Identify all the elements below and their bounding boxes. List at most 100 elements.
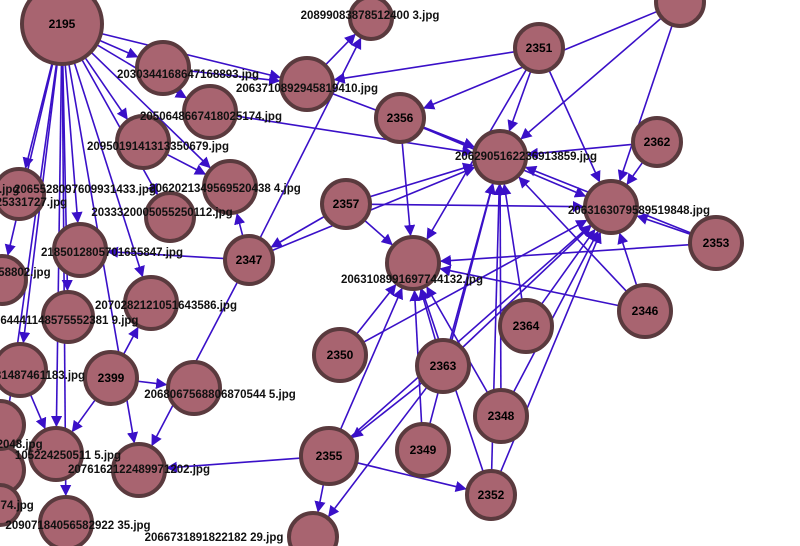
node-f_l2[interactable] xyxy=(28,426,84,482)
node-f_2063b[interactable] xyxy=(583,179,639,235)
edge-2195-f_2065 xyxy=(22,62,53,169)
node-2347[interactable]: 2347 xyxy=(223,234,275,286)
node-label: 2399 xyxy=(98,371,125,385)
node-circle[interactable] xyxy=(0,444,26,496)
node-circle[interactable] xyxy=(144,191,196,243)
node-f_2066[interactable] xyxy=(287,511,339,546)
node-f_2089[interactable] xyxy=(348,0,394,41)
node-2353[interactable]: 2353 xyxy=(688,215,744,271)
node-f_2068[interactable] xyxy=(166,360,222,416)
node-circle[interactable] xyxy=(223,234,275,286)
edge-2364-f_2063b xyxy=(540,228,596,306)
node-top[interactable] xyxy=(654,0,706,28)
file-label: 20899083878512400 3.jpg xyxy=(301,10,440,22)
node-circle[interactable] xyxy=(20,0,104,66)
edge-2346-f_2062 xyxy=(518,176,628,293)
edge-2346-f_2063b xyxy=(617,232,638,287)
node-2352[interactable]: 2352 xyxy=(465,469,517,521)
node-circle[interactable] xyxy=(617,283,673,339)
node-circle[interactable] xyxy=(631,116,683,168)
node-circle[interactable] xyxy=(385,235,441,291)
node-label: 2363 xyxy=(430,359,457,373)
node-circle[interactable] xyxy=(123,275,179,331)
node-f_l3[interactable] xyxy=(0,254,28,306)
node-circle[interactable] xyxy=(83,350,139,406)
node-f_l4[interactable] xyxy=(0,444,26,496)
node-f_2076[interactable] xyxy=(111,442,167,498)
node-circle[interactable] xyxy=(473,388,529,444)
node-f_l1[interactable] xyxy=(0,342,48,398)
edge-f_2095-f_2062b xyxy=(165,153,207,175)
node-circle[interactable] xyxy=(202,159,258,215)
edge-2357-f_2063b xyxy=(369,200,585,213)
node-circle[interactable] xyxy=(52,222,108,278)
file-label: 105224250511 5.jpg xyxy=(15,450,121,462)
node-circle[interactable] xyxy=(583,179,639,235)
node-circle[interactable] xyxy=(299,426,359,486)
node-circle[interactable] xyxy=(348,0,394,41)
node-2349[interactable]: 2349 xyxy=(395,422,451,478)
node-circle[interactable] xyxy=(320,178,372,230)
file-labels-layer: 20899083878512400 3.jpg20303441686471688… xyxy=(0,10,710,544)
node-2363[interactable]: 2363 xyxy=(415,338,471,394)
node-circle[interactable] xyxy=(182,84,238,140)
node-circle[interactable] xyxy=(654,0,706,28)
node-circle[interactable] xyxy=(135,40,191,96)
file-label: 31487461183.jpg xyxy=(0,370,85,382)
node-circle[interactable] xyxy=(0,483,22,527)
node-circle[interactable] xyxy=(0,399,26,451)
node-f_2063[interactable] xyxy=(279,56,335,112)
node-circle[interactable] xyxy=(279,56,335,112)
node-circle[interactable] xyxy=(465,469,517,521)
node-2357[interactable]: 2357 xyxy=(320,178,372,230)
node-circle[interactable] xyxy=(415,338,471,394)
node-2355[interactable]: 2355 xyxy=(299,426,359,486)
node-2351[interactable]: 2351 xyxy=(513,22,565,74)
node-2350[interactable]: 2350 xyxy=(312,327,368,383)
node-circle[interactable] xyxy=(0,167,46,221)
node-f_2062[interactable] xyxy=(472,129,528,185)
node-2362[interactable]: 2362 xyxy=(631,116,683,168)
node-f_2030[interactable] xyxy=(135,40,191,96)
node-f_2185[interactable] xyxy=(52,222,108,278)
node-label: 2350 xyxy=(327,348,354,362)
node-f_2095[interactable] xyxy=(115,114,171,170)
node-2348[interactable]: 2348 xyxy=(473,388,529,444)
node-circle[interactable] xyxy=(0,342,48,398)
node-2399[interactable]: 2399 xyxy=(83,350,139,406)
node-circle[interactable] xyxy=(115,114,171,170)
node-label: 2347 xyxy=(236,253,263,267)
node-f_2050[interactable] xyxy=(182,84,238,140)
node-f_2033[interactable] xyxy=(144,191,196,243)
node-circle[interactable] xyxy=(287,511,339,546)
node-circle[interactable] xyxy=(395,422,451,478)
file-label: 2063163079589519848.jpg xyxy=(568,205,710,217)
node-2195[interactable]: 2195 xyxy=(20,0,104,66)
edge-2348-f_2063b xyxy=(512,230,599,394)
node-2364[interactable]: 2364 xyxy=(498,298,554,354)
edge-2355-f_2063b xyxy=(349,224,591,439)
node-circle[interactable] xyxy=(374,92,426,144)
node-circle[interactable] xyxy=(41,290,95,344)
node-circle[interactable] xyxy=(472,129,528,185)
node-f_2064[interactable] xyxy=(41,290,95,344)
node-circle[interactable] xyxy=(513,22,565,74)
node-f_2065[interactable] xyxy=(0,167,46,221)
node-circle[interactable] xyxy=(0,254,28,306)
node-circle[interactable] xyxy=(38,495,94,546)
node-f_l5[interactable] xyxy=(0,399,26,451)
node-f_2062b[interactable] xyxy=(202,159,258,215)
node-f_2070[interactable] xyxy=(123,275,179,331)
node-2356[interactable]: 2356 xyxy=(374,92,426,144)
node-circle[interactable] xyxy=(688,215,744,271)
node-2346[interactable]: 2346 xyxy=(617,283,673,339)
node-f_bot[interactable] xyxy=(0,483,22,527)
node-circle[interactable] xyxy=(111,442,167,498)
node-circle[interactable] xyxy=(166,360,222,416)
edge-2355-2352 xyxy=(356,461,467,492)
node-circle[interactable] xyxy=(312,327,368,383)
node-circle[interactable] xyxy=(28,426,84,482)
node-f_2063c[interactable] xyxy=(385,235,441,291)
node-circle[interactable] xyxy=(498,298,554,354)
node-f_2090[interactable] xyxy=(38,495,94,546)
